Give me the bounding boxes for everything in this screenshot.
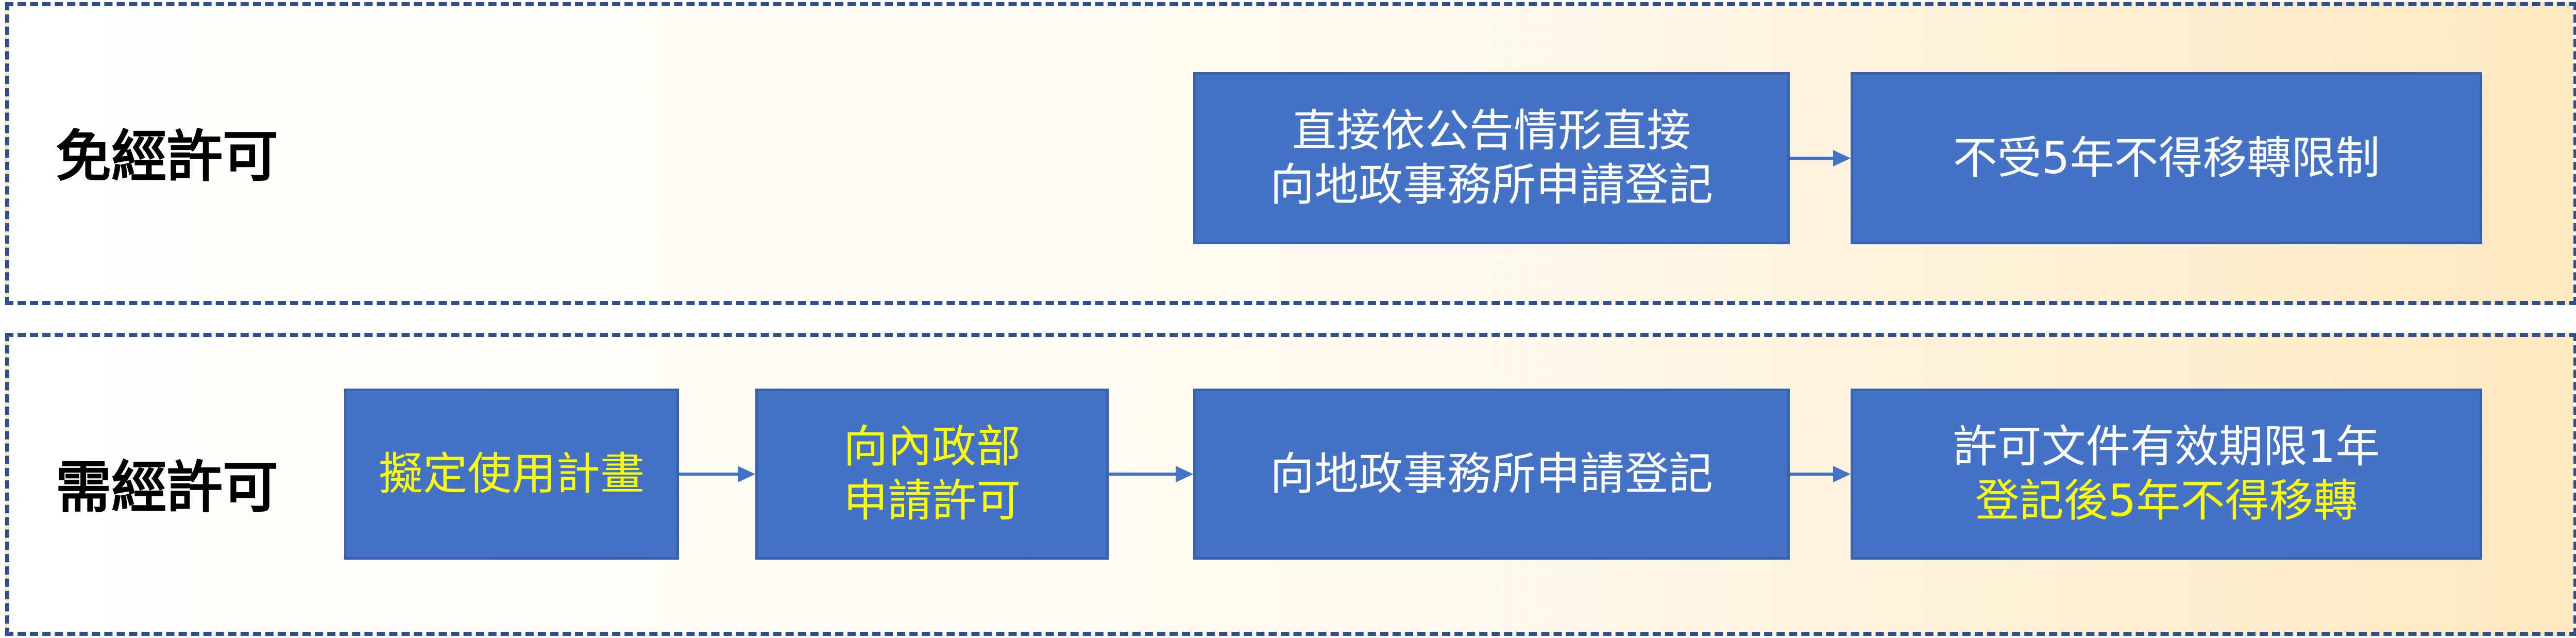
- step-box-line: 不受5年不得移轉限制: [1953, 132, 2380, 184]
- step-box-no-transfer-limit: 不受5年不得移轉限制: [1851, 72, 2482, 244]
- step-box-line: 擬定使用計畫: [379, 448, 645, 500]
- step-box-line: 申請許可: [843, 475, 1021, 527]
- section-title: 免經許可: [56, 124, 279, 189]
- step-box-line: 向地政事務所申請登記: [1270, 448, 1713, 500]
- step-box-draft-plan: 擬定使用計畫: [344, 389, 679, 560]
- flow-arrow: [1790, 464, 1851, 484]
- step-box-line: 許可文件有效期限1年: [1953, 421, 2380, 473]
- flow-arrow: [679, 464, 755, 484]
- step-box-line: 向地政事務所申請登記: [1270, 159, 1713, 211]
- step-box-line: 向內政部: [843, 421, 1021, 473]
- step-box-land-office-registration: 向地政事務所申請登記: [1193, 389, 1790, 560]
- flow-arrow: [1790, 148, 1851, 169]
- step-box-line: 登記後5年不得移轉: [1975, 475, 2358, 527]
- step-box-direct-registration: 直接依公告情形直接 向地政事務所申請登記: [1193, 72, 1790, 244]
- step-box-line: 直接依公告情形直接: [1292, 105, 1691, 157]
- step-box-apply-interior-ministry: 向內政部 申請許可: [755, 389, 1109, 560]
- section-title: 需經許可: [56, 455, 279, 520]
- step-box-permit-validity: 許可文件有效期限1年 登記後5年不得移轉: [1851, 389, 2482, 560]
- flow-arrow: [1109, 464, 1193, 484]
